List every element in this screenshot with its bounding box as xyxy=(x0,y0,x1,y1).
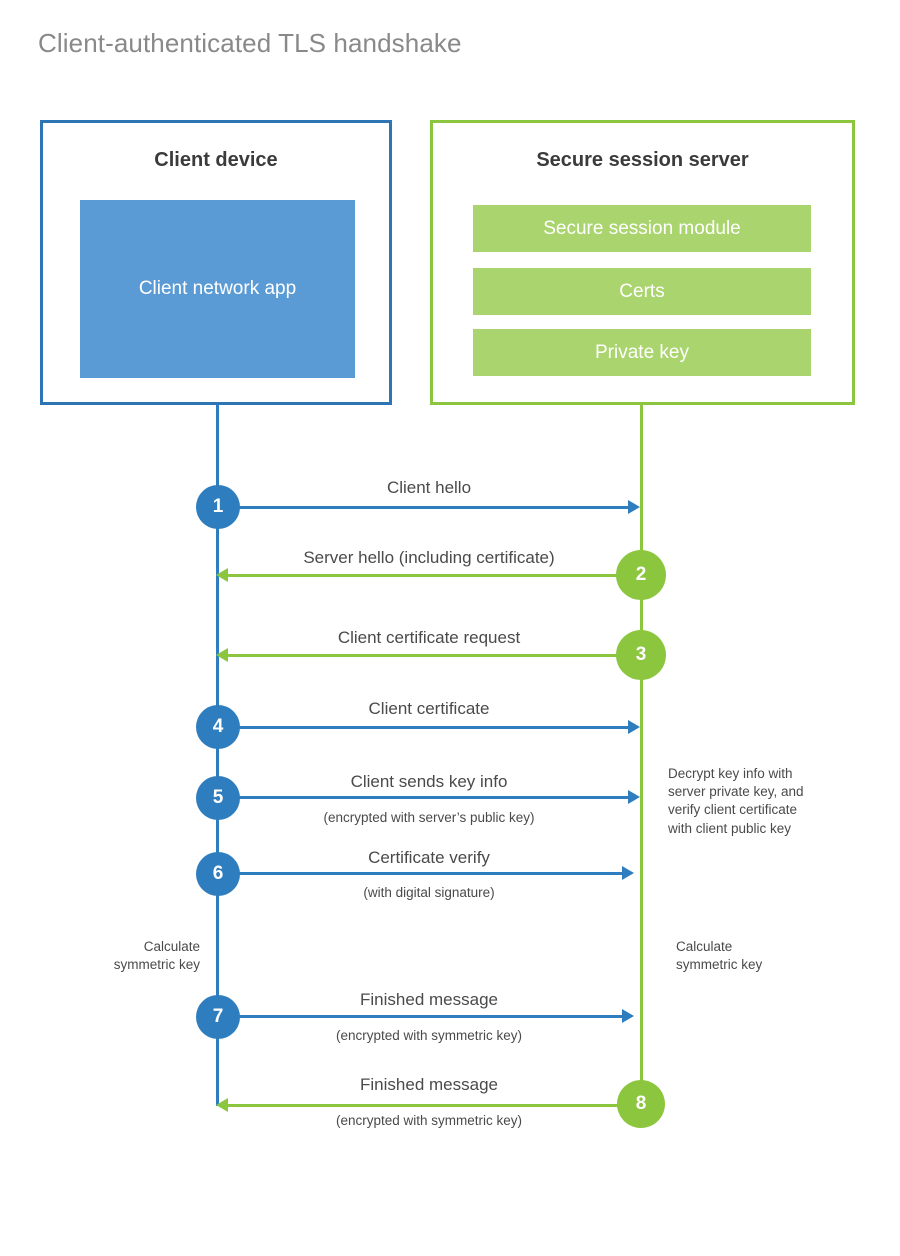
step-7-arrow-line xyxy=(218,1015,622,1018)
step-7-sublabel: (encrypted with symmetric key) xyxy=(335,1028,523,1043)
step-3-arrow-line xyxy=(228,654,620,657)
step-5-arrow-head xyxy=(628,790,640,804)
step-7-label: Finished message xyxy=(360,990,498,1009)
step-5-label: Client sends key info xyxy=(350,772,508,791)
server-calculate-symmetric-key-note: Calculate symmetric key xyxy=(676,939,763,973)
step-5-arrow-line xyxy=(218,796,628,799)
page-title: Client-authenticated TLS handshake xyxy=(38,28,462,58)
step-1-marker[interactable]: 1 xyxy=(196,485,240,529)
step-6-sublabel: (with digital signature) xyxy=(363,885,495,900)
step-5-sublabel: (encrypted with server’s public key) xyxy=(323,810,535,825)
step-4-label: Client certificate xyxy=(368,699,490,718)
step-6-arrow-line xyxy=(218,872,622,875)
step-1-label: Client hello xyxy=(386,478,472,497)
step-8-label: Finished message xyxy=(360,1075,498,1094)
server-lifeline xyxy=(640,405,643,1106)
step-6-label: Certificate verify xyxy=(368,848,490,867)
step-6-marker[interactable]: 6 xyxy=(196,852,240,896)
step-7-marker[interactable]: 7 xyxy=(196,995,240,1039)
server-decrypt-note: Decrypt key info with server private key… xyxy=(668,766,804,836)
server-component-certs: Certs xyxy=(473,268,811,315)
step-1-arrow-head xyxy=(628,500,640,514)
step-3-arrow-head xyxy=(216,648,228,662)
client-lifeline xyxy=(216,405,219,1106)
step-8-marker[interactable]: 8 xyxy=(617,1080,665,1128)
secure-session-server-title: Secure session server xyxy=(536,149,749,171)
step-8-arrow-line xyxy=(228,1104,620,1107)
step-2-arrow-line xyxy=(228,574,620,577)
step-2-label: Server hello (including certificate) xyxy=(303,548,555,567)
step-7-arrow-head xyxy=(622,1009,634,1023)
server-component-private-key: Private key xyxy=(473,329,811,376)
step-3-marker[interactable]: 3 xyxy=(616,630,666,680)
step-2-marker[interactable]: 2 xyxy=(616,550,666,600)
step-3-label: Client certificate request xyxy=(337,628,521,647)
step-8-sublabel: (encrypted with symmetric key) xyxy=(335,1113,523,1128)
step-4-marker[interactable]: 4 xyxy=(196,705,240,749)
step-4-arrow-line xyxy=(218,726,628,729)
step-6-arrow-head xyxy=(622,866,634,880)
step-5-marker[interactable]: 5 xyxy=(196,776,240,820)
step-4-arrow-head xyxy=(628,720,640,734)
client-device-title: Client device xyxy=(154,149,278,171)
secure-session-server-box: Secure session server Secure session mod… xyxy=(430,120,855,405)
step-8-arrow-head xyxy=(216,1098,228,1112)
client-calculate-symmetric-key-note: Calculate symmetric key xyxy=(113,939,200,973)
step-2-arrow-head xyxy=(216,568,228,582)
step-1-arrow-line xyxy=(218,506,628,509)
client-device-box: Client device Client network app xyxy=(40,120,392,405)
server-component-secure-session-module: Secure session module xyxy=(473,205,811,252)
client-network-app-block: Client network app xyxy=(80,200,355,378)
